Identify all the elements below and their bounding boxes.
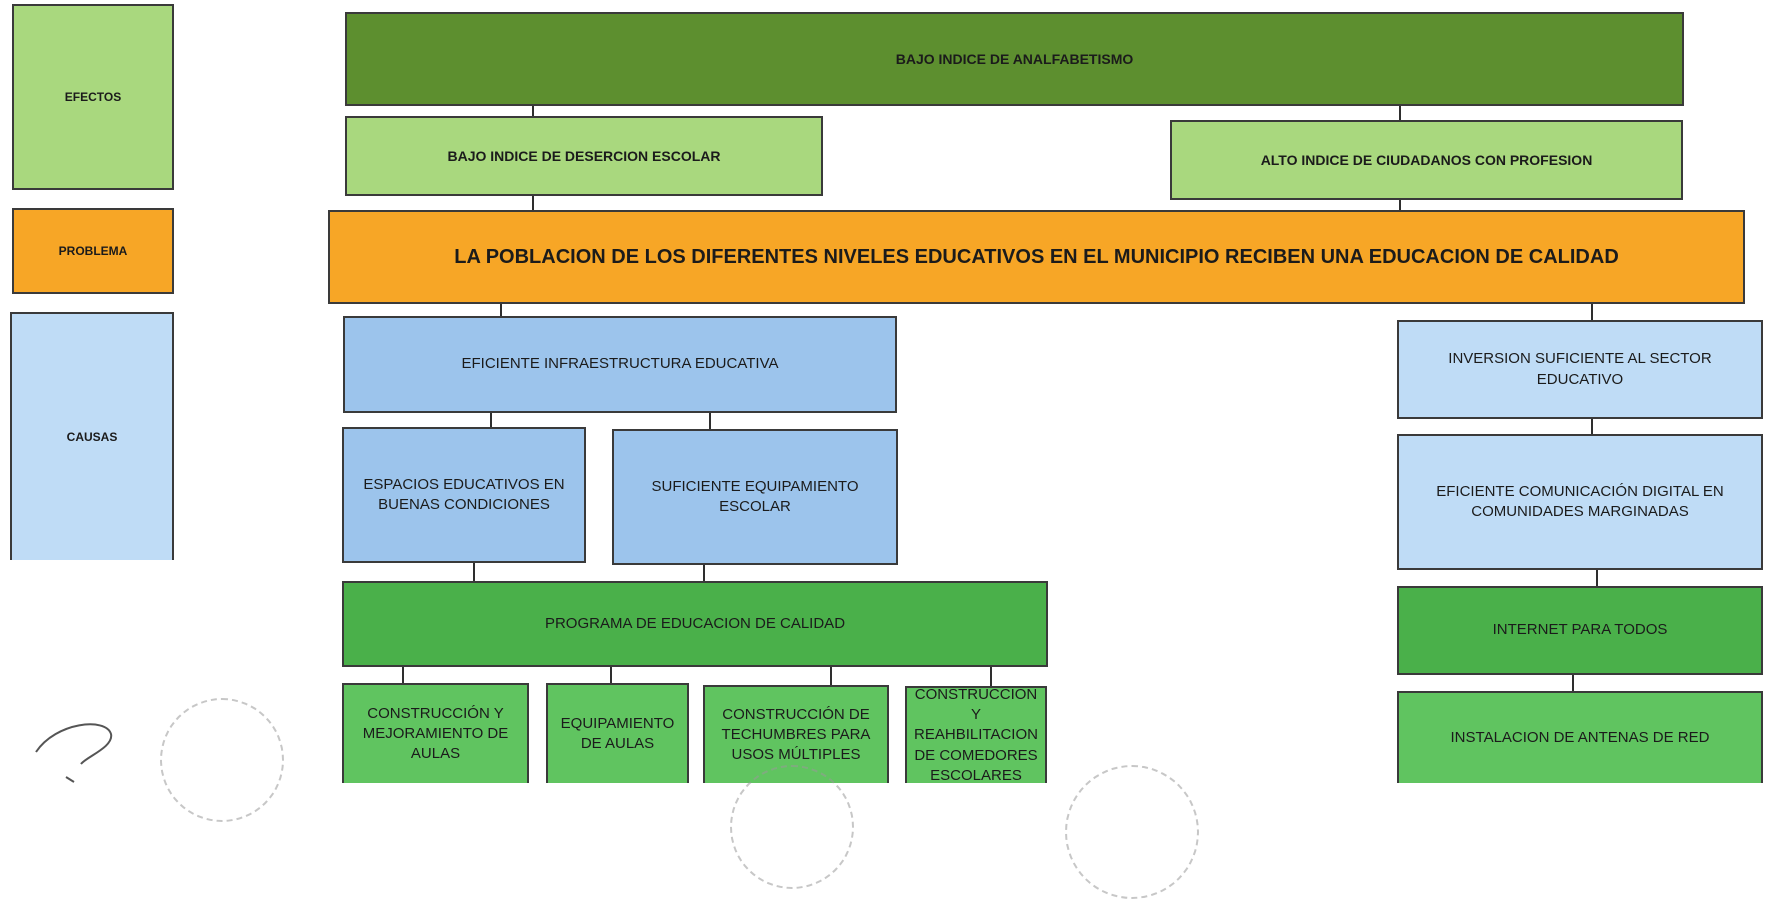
signature-scribble — [35, 723, 113, 783]
program-box: PROGRAMA DE EDUCACION DE CALIDAD — [342, 581, 1048, 667]
action-antenas-box: INSTALACION DE ANTENAS DE RED — [1397, 691, 1763, 783]
connector — [709, 411, 711, 431]
connector — [490, 411, 492, 429]
effect-right-box: ALTO INDICE DE CIUDADANOS CON PROFESION — [1170, 120, 1683, 200]
effect-top-box: BAJO INDICE DE ANALFABETISMO — [345, 12, 1684, 106]
connector — [402, 665, 404, 685]
seal-stamp — [160, 698, 284, 822]
connector — [473, 561, 475, 583]
seal-stamp — [1065, 765, 1199, 899]
legend-effects: EFECTOS — [12, 4, 174, 190]
effect-left-box: BAJO INDICE DE DESERCION ESCOLAR — [345, 116, 823, 196]
connector — [990, 665, 992, 688]
seal-stamp — [730, 765, 854, 889]
action-comedores-box: CONSTRUCCION Y REAHBILITACION DE COMEDOR… — [905, 686, 1047, 784]
connector — [1596, 568, 1598, 588]
action-equipamiento-aulas-box: EQUIPAMIENTO DE AULAS — [546, 683, 689, 783]
legend-causes: CAUSAS — [10, 312, 174, 560]
action-construccion-aulas-box: CONSTRUCCIÓN Y MEJORAMIENTO DE AULAS — [342, 683, 529, 783]
connector — [532, 194, 534, 212]
connector — [1399, 104, 1401, 122]
problem-box: LA POBLACION DE LOS DIFERENTES NIVELES E… — [328, 210, 1745, 304]
connector — [1591, 302, 1593, 322]
connector — [703, 563, 705, 583]
connector — [500, 298, 502, 318]
connector — [1399, 198, 1401, 218]
cause-equipamiento-box: SUFICIENTE EQUIPAMIENTO ESCOLAR — [612, 429, 898, 565]
connector — [1572, 673, 1574, 693]
connector — [532, 104, 534, 118]
cause-infra-box: EFICIENTE INFRAESTRUCTURA EDUCATIVA — [343, 316, 897, 413]
internet-box: INTERNET PARA TODOS — [1397, 586, 1763, 675]
cause-comunicacion-box: EFICIENTE COMUNICACIÓN DIGITAL EN COMUNI… — [1397, 434, 1763, 570]
connector — [830, 665, 832, 687]
cause-inversion-box: INVERSION SUFICIENTE AL SECTOR EDUCATIVO — [1397, 320, 1763, 419]
legend-problem: PROBLEMA — [12, 208, 174, 294]
connector — [1591, 417, 1593, 436]
cause-espacios-box: ESPACIOS EDUCATIVOS EN BUENAS CONDICIONE… — [342, 427, 586, 563]
connector — [610, 665, 612, 685]
